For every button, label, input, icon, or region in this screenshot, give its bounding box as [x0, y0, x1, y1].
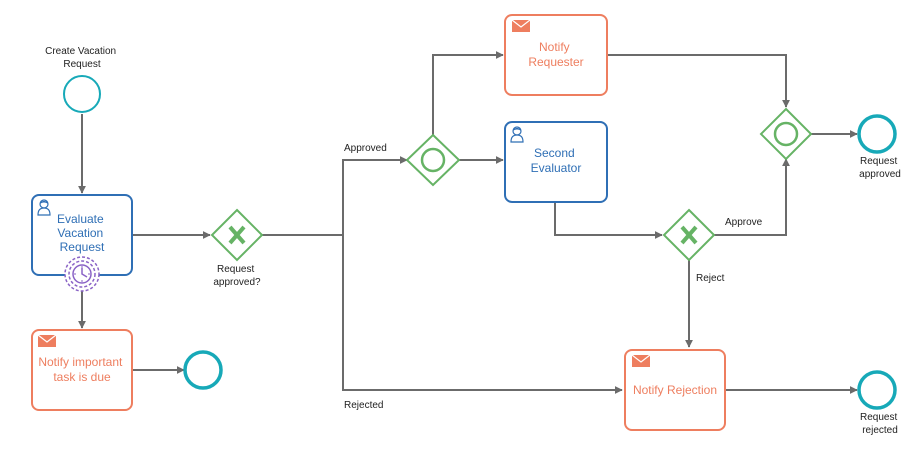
gateway-inclusive-split[interactable] [405, 133, 461, 187]
x-marker-icon [228, 225, 246, 245]
flow-label-approved: Approved [344, 143, 387, 154]
start-event-create-request[interactable]: Create Vacation Request [45, 46, 119, 113]
task-notify-rejection-label: Notify Rejection [633, 383, 717, 397]
sequence-flows [78, 51, 858, 394]
x-marker-icon [680, 225, 698, 245]
flow-label-rejected: Rejected [344, 400, 383, 411]
flow-label-approve: Approve [725, 217, 763, 228]
end-event-notify[interactable] [183, 350, 223, 390]
end-event-request-approved[interactable]: Request approved [857, 114, 901, 180]
flow-approve[interactable] [714, 158, 790, 236]
end-event-request-rejected[interactable]: Request rejected [857, 370, 900, 436]
gateway-inclusive-join[interactable] [759, 107, 813, 161]
end-rejected-label: Request rejected [860, 412, 900, 436]
task-notify-requester[interactable]: Notify Requester [504, 14, 608, 96]
flow-notify-requester-to-join[interactable] [607, 54, 790, 108]
task-notify-due-label: Notify important task is due [38, 355, 125, 384]
task-evaluate-label: Evaluate Vacation Request [57, 212, 107, 254]
gateway-request-approved[interactable]: Request approved? [210, 208, 264, 288]
task-second-evaluator[interactable]: Second Evaluator [504, 121, 608, 203]
task-notify-rejection[interactable]: Notify Rejection [624, 349, 726, 431]
gateway-second-decision[interactable] [662, 208, 716, 262]
circle-marker-icon [773, 121, 799, 147]
flow-label-reject: Reject [696, 273, 725, 284]
task-evaluate-vacation-request[interactable]: Evaluate Vacation Request [31, 194, 133, 276]
user-icon [510, 126, 524, 143]
envelope-icon [511, 19, 531, 32]
gateway-request-approved-label: Request approved? [213, 264, 261, 288]
flow-approved[interactable] [342, 156, 408, 235]
circle-marker-icon [420, 147, 446, 173]
task-notify-important-due[interactable]: Notify important task is due [31, 329, 133, 411]
flow-rejected[interactable] [342, 235, 623, 394]
flow-second-evaluator-to-gateway[interactable] [554, 202, 663, 239]
user-icon [37, 199, 51, 216]
start-event-label: Create Vacation Request [45, 46, 119, 70]
end-approved-label: Request approved [859, 156, 901, 180]
envelope-icon [37, 334, 57, 347]
task-second-evaluator-label: Second Evaluator [531, 146, 582, 175]
envelope-icon [631, 354, 651, 367]
boundary-timer-event[interactable] [64, 256, 100, 292]
flow-split-to-notify-requester[interactable] [432, 51, 504, 135]
clock-icon [72, 264, 92, 284]
task-notify-requester-label: Notify Requester [528, 40, 583, 69]
